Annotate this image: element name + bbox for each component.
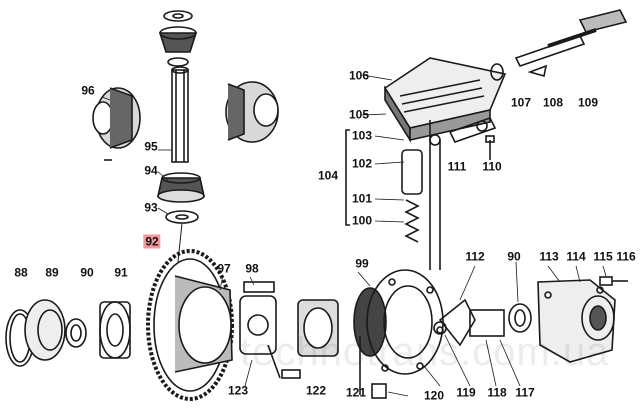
- callout-114: 114: [566, 249, 586, 264]
- callout-90-right: 90: [507, 249, 521, 264]
- callout-92-highlighted: 92: [143, 234, 161, 249]
- bearing-cup-icon: [24, 299, 66, 361]
- bottom-pin-icon: [267, 336, 387, 399]
- callout-104: 104: [317, 168, 339, 183]
- callout-95: 95: [144, 139, 158, 154]
- differential-housing-icon: [353, 269, 444, 375]
- callout-101: 101: [351, 191, 373, 206]
- clip-icon: [527, 64, 548, 78]
- callout-113: 113: [539, 249, 559, 264]
- callout-121: 121: [345, 385, 367, 400]
- pin-icon: [490, 63, 504, 81]
- diff-lock-fork-icon: [433, 298, 505, 347]
- callout-99: 99: [355, 256, 369, 271]
- callout-90-left: 90: [80, 265, 94, 280]
- small-bolt-icon: [485, 135, 495, 160]
- callout-94: 94: [144, 163, 158, 178]
- callout-118: 118: [487, 385, 507, 400]
- callout-122: 122: [305, 383, 327, 398]
- control-lever-icon: [448, 117, 497, 143]
- upper-bevel-pinion-icon: [158, 10, 198, 67]
- callout-107: 107: [510, 95, 532, 110]
- callout-106: 106: [348, 68, 370, 83]
- callout-88: 88: [14, 265, 28, 280]
- callout-120: 120: [423, 388, 445, 403]
- right-bevel-gear-icon: [225, 81, 279, 143]
- callout-115: 115: [593, 249, 613, 264]
- seal-ring-icon: [65, 318, 87, 348]
- watermark: technotrans.com.ua: [240, 330, 610, 374]
- callout-98: 98: [245, 261, 259, 276]
- handle-rod-icon: [514, 9, 628, 67]
- callout-111: 111: [447, 159, 467, 174]
- callout-116: 116: [616, 249, 636, 264]
- callout-108: 108: [542, 95, 564, 110]
- callout-105: 105: [348, 107, 370, 122]
- linkage-rod-icon: [429, 120, 441, 270]
- callout-117: 117: [515, 385, 535, 400]
- callout-89: 89: [45, 265, 59, 280]
- right-seal-icon: [508, 303, 532, 333]
- thrust-washer-icon: [165, 210, 199, 224]
- bearing-cover-icon: [537, 279, 616, 363]
- callout-109: 109: [577, 95, 599, 110]
- callout-123: 123: [227, 383, 249, 398]
- roller-bearing-icon: [99, 301, 131, 359]
- callout-97: 97: [217, 261, 231, 276]
- side-bearing-icon: [297, 299, 339, 357]
- callout-100: 100: [351, 213, 373, 228]
- shaft-icon: [171, 66, 189, 163]
- callout-119: 119: [456, 385, 476, 400]
- callout-112: 112: [465, 249, 485, 264]
- callout-91: 91: [114, 265, 128, 280]
- callout-110: 110: [482, 159, 502, 174]
- planet-pinion-icon: [157, 172, 205, 203]
- carrier-plate-icon: [239, 281, 277, 355]
- left-bevel-gear-icon: [92, 87, 141, 149]
- ring-gear-icon: [146, 249, 234, 401]
- spring-icon: [401, 149, 423, 243]
- callout-103: 103: [351, 128, 373, 143]
- cover-bolt-icon: [599, 276, 628, 286]
- callout-93: 93: [144, 200, 158, 215]
- callout-102: 102: [351, 156, 373, 171]
- callout-96: 96: [81, 83, 95, 98]
